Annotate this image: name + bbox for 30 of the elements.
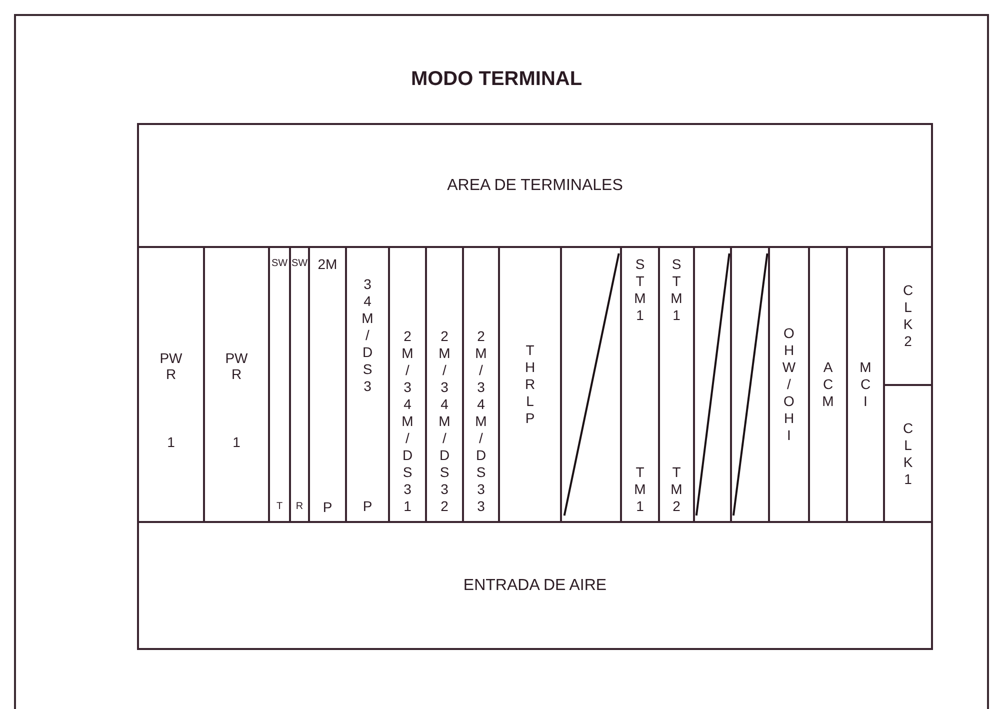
module-label: SW	[270, 257, 289, 271]
module-label: OHW/OHI	[781, 325, 797, 444]
module-label: CLK2	[900, 282, 916, 350]
module-label: 34M/DS3	[360, 276, 376, 395]
module-label: CLK1	[900, 420, 916, 488]
module-label: STM1	[668, 256, 684, 324]
module-label: PWR	[224, 350, 249, 382]
shelf-area	[137, 521, 933, 650]
module-label: STM1	[632, 256, 648, 324]
module-label: T	[275, 500, 284, 514]
module-label: TM2	[668, 464, 684, 515]
module-label: 2M/34M/DS33	[473, 328, 489, 515]
diagram-title: MODO TERMINAL	[410, 68, 582, 90]
module-label: 2M/34M/DS31	[400, 328, 416, 515]
module-label: SW	[290, 257, 309, 271]
module-label: R	[294, 500, 304, 514]
module-label: 1	[166, 434, 176, 450]
module-label: ACM	[820, 359, 836, 410]
module-label: THRLP	[522, 342, 538, 427]
area-label: AREA DE TERMINALES	[447, 178, 623, 194]
area-label: ENTRADA DE AIRE	[463, 578, 607, 594]
module-label: 2M	[316, 256, 338, 272]
module-label: TM1	[632, 464, 648, 515]
module-label: P	[322, 499, 334, 515]
shelf-area	[137, 123, 933, 248]
module-label: PWR	[158, 350, 184, 382]
module-label: P	[360, 498, 376, 515]
module-label: 1	[232, 434, 242, 450]
module-label: MCI	[858, 359, 874, 410]
module-label: 2M/34M/DS32	[436, 328, 452, 515]
